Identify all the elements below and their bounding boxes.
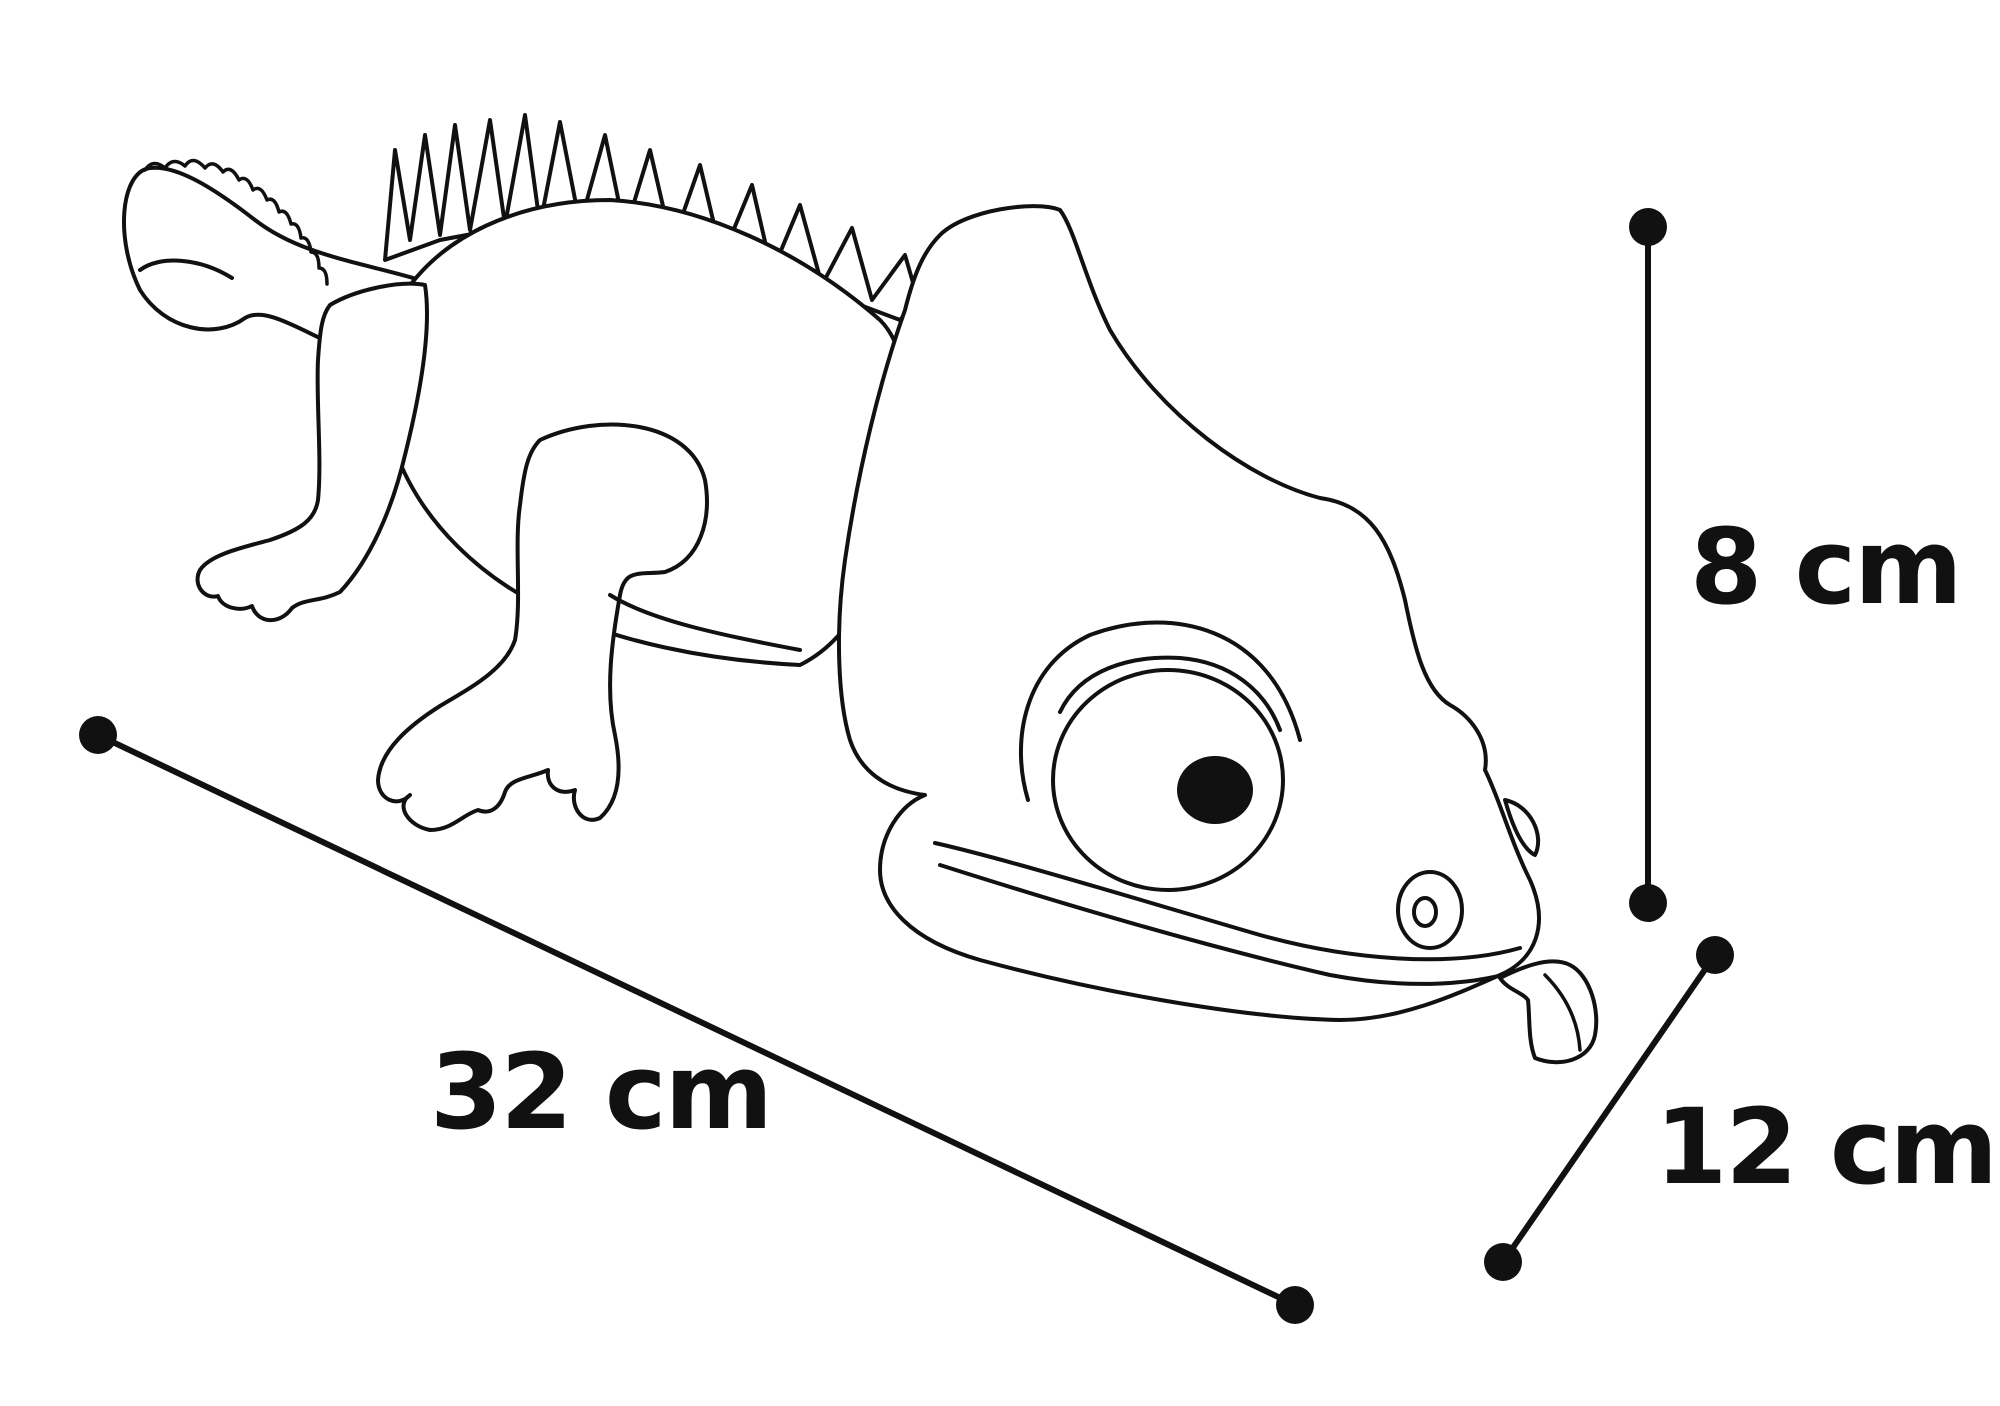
- throat-bump: [1503, 798, 1541, 857]
- lip-line: [938, 863, 1527, 986]
- hind-leg-front: [376, 422, 709, 832]
- height-dimension-line: [1629, 208, 1667, 922]
- height-label: 8 cm: [1690, 506, 1963, 628]
- tail-ridge: [143, 158, 329, 286]
- eye-pupil: [1177, 756, 1253, 824]
- eye-brow-outer: [1018, 620, 1302, 802]
- length-dimension-line: [79, 716, 1314, 1324]
- mouth-line: [933, 841, 1522, 962]
- head: [836, 204, 1541, 1022]
- depth-label: 12 cm: [1655, 1086, 1998, 1208]
- eye-brow-inner: [1058, 655, 1282, 732]
- tongue-groove: [1543, 973, 1582, 1052]
- hind-leg-back: [195, 281, 430, 623]
- tongue: [1498, 959, 1599, 1065]
- tail-curl: [138, 258, 234, 280]
- nostril-inner: [1412, 896, 1438, 928]
- length-label: 32 cm: [430, 1031, 773, 1153]
- depth-dimension-line: [1484, 936, 1734, 1281]
- eye-socket: [1051, 668, 1285, 892]
- belly-line: [608, 593, 802, 652]
